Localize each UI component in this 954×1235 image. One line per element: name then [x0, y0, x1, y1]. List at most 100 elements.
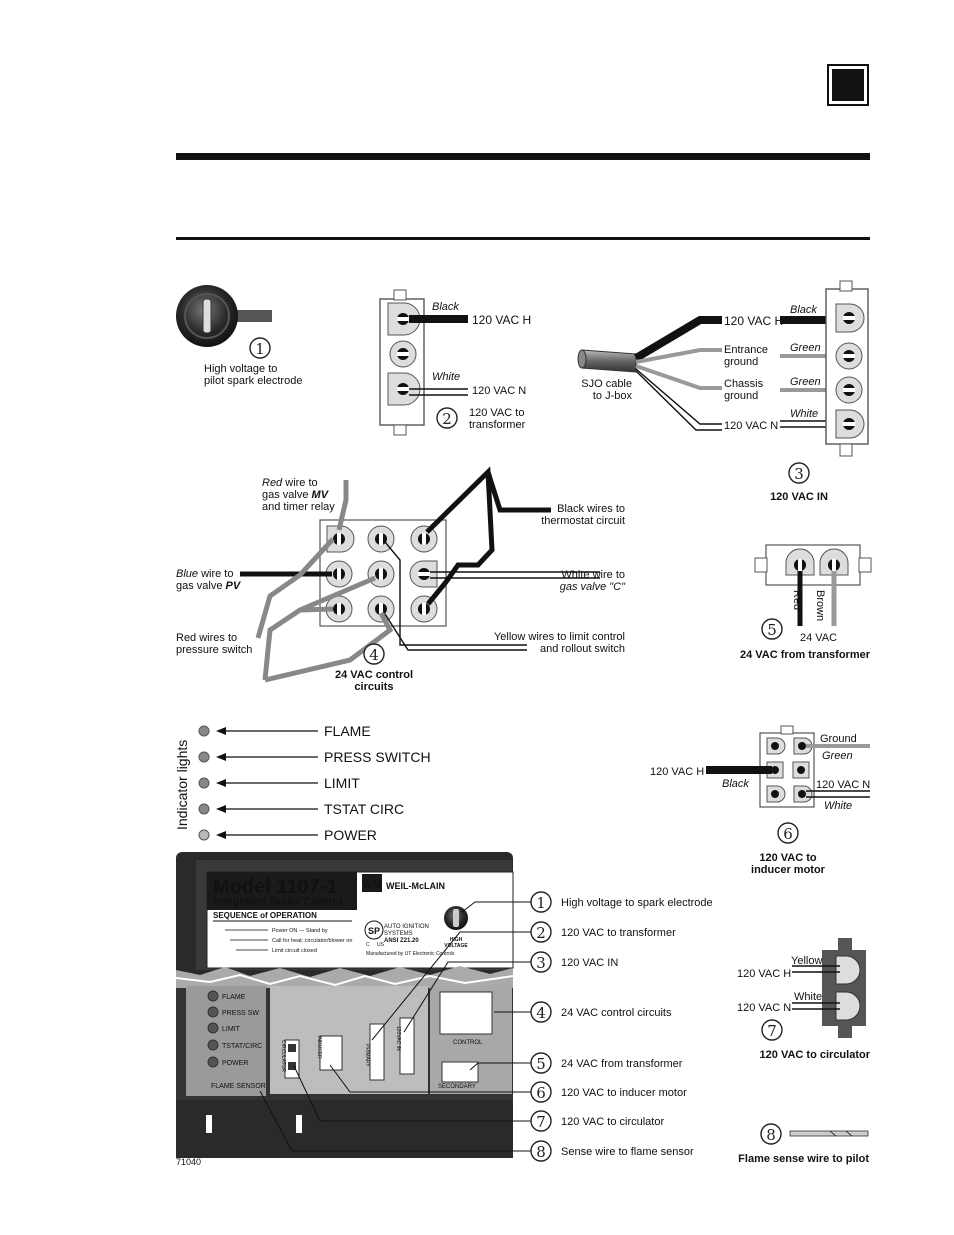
board-led-label: POWER — [222, 1060, 248, 1067]
board-callouts: 1 High voltage to spark electrode 2 120 VAC… — [259, 891, 713, 1162]
board-csa-mark: SP — [368, 926, 380, 936]
callout-7: 7 120 VAC to circulator — [293, 1065, 664, 1132]
board-led — [207, 990, 219, 1002]
fig3-cable-label-1: SJO cable — [581, 378, 632, 390]
fig2-caption-line1: 120 VAC to — [469, 407, 524, 419]
board-conn-primary: PRIMARY — [364, 1044, 370, 1067]
callout-number-badge — [530, 891, 552, 913]
fig3-caption: 120 VAC IN — [770, 491, 828, 503]
board-csa-c: C — [366, 942, 370, 948]
callout-number-badge — [530, 921, 552, 943]
arrow-left-icon — [216, 805, 226, 813]
fig4-blue-pv-line2b: PV — [226, 580, 242, 592]
board-led — [207, 1022, 219, 1034]
callout-text: High voltage to spark electrode — [561, 897, 713, 909]
indicator-led — [198, 777, 210, 789]
fig1-number-badge — [249, 337, 271, 359]
callout-8: 8 Sense wire to flame sensor — [259, 1090, 694, 1162]
fig4-red-mv-line3: and timer relay — [262, 501, 335, 513]
fig3-wire-white: White — [790, 408, 818, 420]
callout-text: 120 VAC IN — [561, 957, 618, 969]
fig3-row2-label-1: Entrance — [724, 344, 768, 356]
fig2-caption-line2: transformer — [469, 419, 526, 431]
fig5-red-label: Red — [791, 590, 803, 610]
fig4-black-t-line2: thermostat circuit — [541, 515, 625, 527]
callout-number-badge — [530, 1001, 552, 1023]
board-seq-item-2: Call for heat; circulator/blower on — [272, 938, 352, 944]
board-cert-3: ANSI Z21.20 — [384, 938, 419, 944]
callout-number-badge — [530, 1140, 552, 1162]
board-led-label: FLAME — [222, 994, 246, 1001]
fig7-circulator-connector: Yellow White 120 VAC H 120 VAC N 7 120 V… — [737, 938, 871, 1061]
control-board-illustration: Model 1107-1 Integrated Boiler Control W… — [175, 852, 514, 1158]
indicator-led — [198, 751, 210, 763]
fig4-blue-pv-color: Blue — [176, 568, 198, 580]
fig3-row2-label-2: ground — [724, 356, 758, 368]
indicator-label: PRESS SWITCH — [324, 749, 431, 765]
fig4-24vac-control-connector: Red wire to gas valve MV and timer relay… — [176, 466, 626, 693]
svg-text:Red wire to: Red wire to — [262, 477, 318, 489]
fig8-caption: Flame sense wire to pilot — [738, 1153, 869, 1165]
indicator-title: Indicator lights — [174, 740, 190, 830]
fig4-blue-pv-rest: wire to — [198, 568, 233, 580]
fig4-red-mv-rest: wire to — [282, 477, 317, 489]
fig3-wire-black: Black — [790, 304, 817, 316]
board-cert-4: Manufactured by UT Electronic Controls — [366, 951, 455, 957]
callout-text: 120 VAC to circulator — [561, 1116, 664, 1128]
indicator-row-5: POWER — [198, 827, 377, 843]
callout-number-badge — [530, 1081, 552, 1103]
board-hv-1: HIGH — [450, 937, 463, 943]
arrow-left-icon — [216, 779, 226, 787]
svg-text:gas valve PV: gas valve PV — [176, 580, 242, 592]
fig3-row3-label-2: ground — [724, 390, 758, 402]
callout-number: 4 — [536, 1004, 546, 1022]
fig4-red-mv-line2b: MV — [312, 489, 330, 501]
weil-mclain-logo: WM — [827, 64, 869, 106]
callout-number: 2 — [536, 924, 546, 942]
fig3-wire-green-1: Green — [790, 342, 821, 354]
svg-text:Blue wire to: Blue wire to — [176, 568, 234, 580]
fig4-yellow-line1: Yellow wires to limit control — [494, 631, 625, 643]
fig4-caption-line2: circuits — [354, 681, 393, 693]
fig5-vac-label: 24 VAC — [800, 632, 837, 644]
board-led — [207, 1006, 219, 1018]
fig6-hot-label: 120 VAC H — [650, 766, 704, 778]
indicator-label: LIMIT — [324, 775, 360, 791]
board-seq-item-3: Limit circuit closed — [272, 948, 317, 954]
header-rule-thick — [176, 153, 870, 160]
board-led-label: PRESS SW — [222, 1010, 259, 1017]
fig1-caption-line1: High voltage to — [204, 363, 277, 375]
fig4-white-c-line1: White wire to — [561, 569, 625, 581]
fig6-ground-label: Ground — [820, 733, 857, 745]
callout-text: 120 VAC to inducer motor — [561, 1087, 687, 1099]
callout-leader — [403, 961, 531, 1033]
fig2-white-label: White — [432, 371, 460, 383]
callout-number: 8 — [536, 1143, 546, 1161]
fig7-hot-label: 120 VAC H — [737, 968, 791, 980]
fig3-120vac-in-connector: SJO cable to J-box 120 VAC H Entrance gr… — [577, 280, 869, 503]
fig5-brown-label: Brown — [814, 590, 826, 621]
header-rule-thin — [176, 237, 870, 240]
callout-text: Sense wire to flame sensor — [561, 1146, 694, 1158]
indicator-label: POWER — [324, 827, 377, 843]
board-led — [207, 1056, 219, 1068]
indicator-row-4: TSTAT CIRC — [198, 801, 404, 817]
callout-number: 7 — [536, 1113, 546, 1131]
indicator-label: TSTAT CIRC — [324, 801, 404, 817]
board-conn-inducer: INDUCER — [316, 1036, 322, 1059]
callout-leader — [371, 931, 531, 1041]
board-led-label: LIMIT — [222, 1026, 241, 1033]
callout-leader — [461, 901, 531, 913]
fig6-white-label: White — [824, 800, 852, 812]
fig6-neutral-label: 120 VAC N — [816, 779, 870, 791]
callout-text: 120 VAC to transformer — [561, 927, 676, 939]
fig4-red-ps-line1: Red wires to — [176, 632, 237, 644]
board-model: Model 1107-1 — [213, 876, 338, 898]
board-control-label: CONTROL — [453, 1040, 483, 1046]
callout-text: 24 VAC control circuits — [561, 1007, 672, 1019]
callout-number: 1 — [536, 894, 546, 912]
fig6-black-label: Black — [722, 778, 749, 790]
